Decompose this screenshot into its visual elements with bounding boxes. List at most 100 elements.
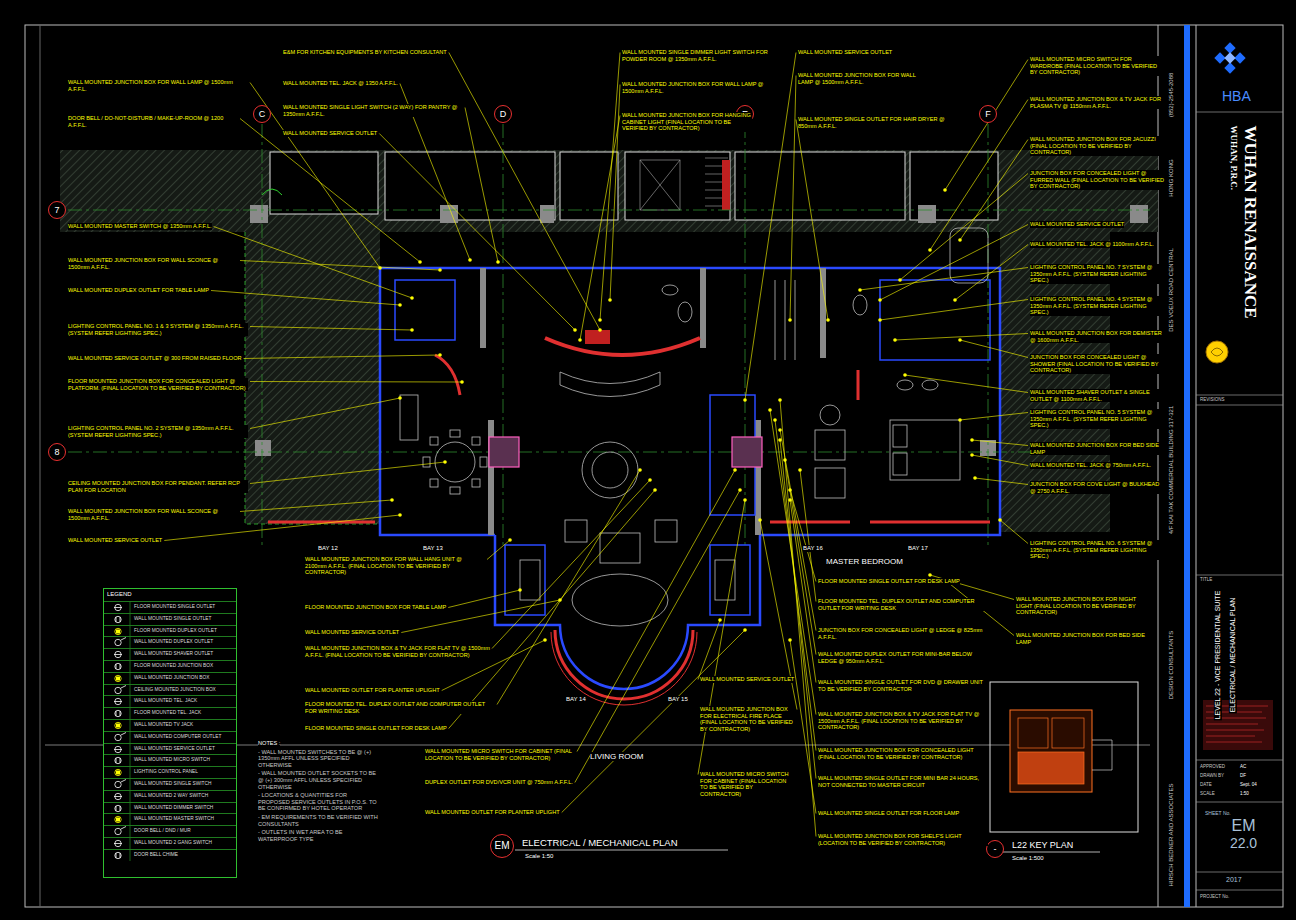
legend-divider [130,708,131,719]
firm-logo-text: HBA [1222,88,1251,105]
legend-symbol [106,673,132,684]
legend-text: WALL MOUNTED 2 WAY SWITCH [134,793,208,799]
device-symbol [718,618,722,622]
legend-row: FLOOR MOUNTED DUPLEX OUTLET [104,625,236,637]
leader-line [575,490,740,783]
sheet-number: 22.0 [1203,835,1284,851]
device-symbol [733,468,737,472]
note-text: - OUTLETS IN WET AREA TO BE WATERPROOF T… [258,829,378,842]
symbol-line [114,701,122,702]
device-symbol [418,260,422,264]
legend-row: WALL MOUNTED SINGLE OUTLET [104,613,236,625]
symbol-line [120,617,121,622]
sheet-title: ELECTRICAL / MECHANICAL PLAN [1229,597,1237,714]
leader-line [905,375,1028,393]
scale-text: Scale 1:500 [1012,855,1044,862]
symbol-fill [116,724,120,728]
device-symbol [508,538,512,542]
bubble-text: C [259,110,266,119]
leader-line [880,300,1028,321]
symbol-line [121,780,126,783]
grid-bubble: 8 [48,443,66,461]
callout-text: LIGHTING CONTROL PANEL NO. 1 & 3 SYSTEM … [68,323,248,336]
callout-text: WALL MOUNTED SERVICE OUTLET [798,49,892,56]
callout-text: FLOOR MOUNTED TEL. DUPLEX OUTLET AND COM… [305,701,495,714]
legend-text: WALL MOUNTED SINGLE SWITCH [134,781,211,787]
legend-symbol [106,814,132,825]
legend-row: WALL MOUNTED JUNCTION BOX [104,672,236,684]
symbol-circle [115,710,121,716]
block-caption: DRAWN BY [1200,773,1224,778]
legend-row: WALL MOUNTED MICRO SWITCH [104,754,236,766]
legend-symbol [106,661,132,672]
bay-label: BAY 12 [318,545,338,552]
symbol-line [116,617,117,622]
legend-symbol [106,602,132,613]
callout-text: WALL MOUNTED JUNCTION BOX & TV JACK FOR … [818,711,988,731]
device-symbol [743,398,747,402]
leader-line [960,140,1028,241]
callout-text: WALL MOUNTED SINGLE OUTLET FOR HAIR DRYE… [798,116,948,129]
callout-text: WALL MOUNTED JUNCTION BOX FOR WALL LAMP … [622,81,772,94]
legend-symbol [106,637,132,648]
symbol-circle [115,675,121,681]
legend-symbol [106,767,132,778]
legend-row: WALL MOUNTED 2 WAY SWITCH [104,790,236,802]
bubble-text: - [994,845,997,854]
symbol-circle [115,828,121,834]
legend-divider [130,720,131,731]
legend-symbol [106,685,132,696]
legend-row: CEILING MOUNTED JUNCTION BOX [104,684,236,696]
device-symbol [518,588,522,592]
room-name: LIVING ROOM [590,752,643,761]
legend-row: WALL MOUNTED TEL. JACK [104,695,236,707]
callout-text: WALL MOUNTED SERVICE OUTLET [1030,221,1124,228]
callout-text: WALL MOUNTED JUNCTION BOX FOR WALL LAMP … [798,72,918,85]
device-symbol [998,518,1002,522]
block-caption: PROJECT No. [1200,894,1229,899]
block-caption: SCALE [1200,791,1215,796]
legend-symbol [106,708,132,719]
callout-text: WALL MOUNTED TEL. JACK @ 750mm A.F.F.L. [1030,462,1151,469]
bay-label: BAY 16 [803,545,823,552]
callout-text: WALL MOUNTED JUNCTION BOX FOR NIGHT LIGH… [1016,596,1151,616]
bubble-text: 7 [54,206,59,215]
symbol-line [114,654,122,655]
legend-row: WALL MOUNTED DUPLEX OUTLET [104,636,236,648]
device-symbol [798,468,802,472]
legend-text: CEILING MOUNTED JUNCTION BOX [134,687,216,693]
note-text: - LOCATIONS & QUANTITIES FOR PROPOSED SE… [258,792,378,812]
legend-divider [130,626,131,637]
device-symbol [973,476,977,480]
symbol-circle [115,805,121,811]
device-symbol [638,468,642,472]
callout-text: WALL MOUNTED JUNCTION BOX FOR HANGING CA… [622,112,752,132]
title-block: WUHAN RENAISSANCEWUHAN, P.R.C. [1203,112,1284,395]
leader-line [1000,520,1028,544]
room-name: MASTER BEDROOM [826,557,903,566]
symbol-circle [115,628,121,634]
symbol-circle [115,734,121,740]
leader-line [240,500,392,512]
grid-bubble: F [979,105,997,123]
callout-text: WALL MOUNTED JUNCTION BOX FOR WALL LAMP … [68,79,248,92]
bay-label: BAY 15 [668,696,688,703]
leader-line [465,108,498,263]
callout-text: WALL MOUNTED OUTLET FOR PLANTER UPLIGHT [425,809,560,816]
legend-divider [130,791,131,802]
legend-symbol [106,720,132,731]
legend-text: FLOOR MOUNTED DUPLEX OUTLET [134,628,217,634]
leader-line [449,53,600,331]
callout-text: JUNCTION BOX FOR CONCEALED LIGHT @ SHOWE… [1030,354,1170,374]
symbol-line [116,758,117,763]
bubble-text: F [985,110,991,119]
symbol-line [114,607,122,608]
legend-text: WALL MOUNTED COMPUTER OUTLET [134,734,221,740]
symbol-circle [115,746,121,752]
bay-label: BAY 13 [423,545,443,552]
symbol-line [114,843,122,844]
callout-text: FLOOR MOUNTED SINGLE OUTLET FOR DESK LAM… [818,578,960,585]
leader-line [580,116,620,341]
leader-line [250,462,445,484]
